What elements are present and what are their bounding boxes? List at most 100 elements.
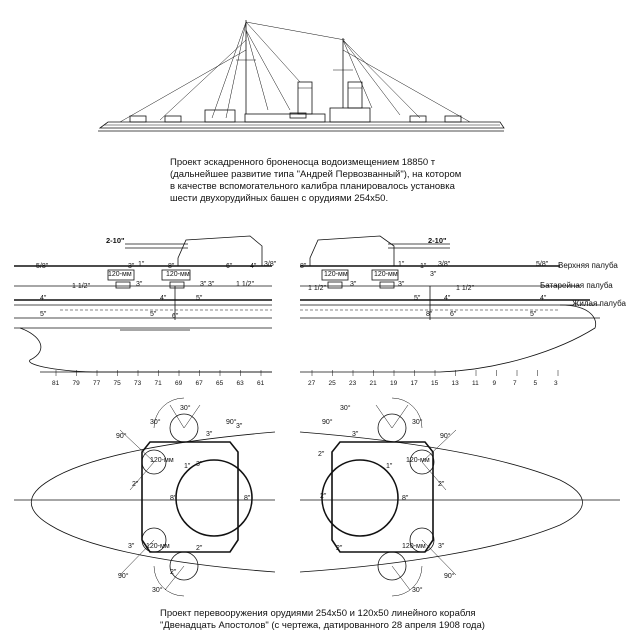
label-turret-armor-left: 2-10" — [106, 236, 125, 245]
label-angle: 30° — [340, 404, 351, 412]
frame-number: 25 — [329, 380, 337, 387]
label-gun-plan-right-a: 120-мм — [406, 457, 430, 464]
barbette-254-left — [175, 459, 253, 537]
frame-number: 13 — [452, 380, 460, 387]
funnel-aft — [347, 81, 363, 109]
turret-254-right — [309, 235, 395, 267]
label-armor: 4" — [250, 263, 257, 270]
armor-profile-left: 2-10" 120-мм 120-мм 5/8" 1" 8" 6" 4" 3/8… — [14, 235, 277, 387]
frame-number: 71 — [155, 380, 163, 387]
caption-bottom-line: Проект перевооружения орудиями 254х50 и … — [160, 608, 476, 619]
plan-view-right: 30° 90° 90° 30° 90° 30° 120-мм 120-мм 3"… — [299, 397, 620, 597]
label-angle: 30° — [152, 586, 163, 594]
label-armor: 3" — [136, 281, 143, 288]
bow-keel-right — [300, 304, 597, 373]
label-armor: 6" — [226, 263, 233, 270]
ship-profile-top — [98, 20, 505, 132]
label-120mm-left-b: 120-мм — [166, 271, 190, 278]
label-armor: 4" — [160, 295, 167, 302]
label-angle: 90° — [226, 418, 237, 426]
label-armor: 4" — [40, 295, 47, 302]
label-armor: 3" — [236, 423, 243, 430]
label-armor: 2" — [318, 451, 325, 458]
label-armor: 3" — [438, 543, 445, 550]
label-120mm-left-a: 120-мм — [108, 271, 132, 278]
label-armor: 1 1/2" — [236, 281, 255, 288]
label-armor: 3" — [128, 263, 135, 270]
label-armor: 2" — [132, 481, 139, 488]
label-armor: 1" — [398, 261, 405, 268]
frame-number: 15 — [431, 380, 439, 387]
turret-plan-left-fwd — [169, 413, 199, 443]
frame-number: 9 — [493, 380, 497, 387]
label-armor: 3" — [206, 431, 213, 438]
caption-top-line: в качестве вспомогательного калибра план… — [170, 181, 455, 192]
frame-number: 27 — [308, 380, 316, 387]
hull-outline-plan-left — [31, 431, 276, 573]
label-armor: 3" — [398, 281, 405, 288]
frame-number: 79 — [73, 380, 81, 387]
label-armor: 1 1/2" — [308, 285, 327, 292]
label-120mm-right-a: 120-мм — [324, 271, 348, 278]
deck-label-living: Жилая палуба — [572, 299, 626, 308]
caption-top-line: Проект эскадренного броненосца водоизмещ… — [170, 157, 436, 168]
caption-top-line: (дальнейшее развитие типа "Андрей Первоз… — [170, 169, 462, 180]
label-armor: 3" — [200, 281, 207, 288]
barbette-254-right — [321, 459, 399, 537]
label-armor: 3/8" — [264, 261, 277, 268]
turret-254-left — [177, 235, 263, 267]
turret-plan-right-fwd — [377, 413, 407, 443]
frame-number: 19 — [390, 380, 398, 387]
frame-number: 63 — [237, 380, 245, 387]
frame-number: 67 — [196, 380, 204, 387]
label-armor: 1" — [420, 263, 427, 270]
frame-number: 5 — [534, 380, 538, 387]
label-angle: 30° — [150, 418, 161, 426]
frame-number: 11 — [472, 380, 479, 387]
label-armor: 8" — [170, 495, 177, 502]
frame-number: 21 — [370, 380, 378, 387]
label-armor: 3" — [350, 281, 357, 288]
hull-profile — [98, 121, 505, 129]
label-armor: 2" — [438, 481, 445, 488]
label-angle: 30° — [180, 404, 191, 412]
citadel-left — [141, 441, 239, 553]
frame-number: 69 — [175, 380, 183, 387]
label-angle: 90° — [322, 418, 333, 426]
label-armor: 5" — [150, 311, 157, 318]
label-armor: 1" — [184, 463, 191, 470]
label-120mm-right-b: 120-мм — [374, 271, 398, 278]
label-armor: 3" — [208, 281, 215, 288]
deck-label-upper: Верхняя палуба — [558, 261, 618, 270]
funnel-fore — [297, 81, 313, 115]
frame-number: 23 — [349, 380, 357, 387]
label-angle: 90° — [116, 432, 127, 440]
label-angle: 90° — [444, 572, 455, 580]
frame-number: 61 — [257, 380, 265, 387]
label-armor: 3" — [196, 461, 203, 468]
label-turret-armor-right: 2-10" — [428, 236, 447, 245]
label-armor: 5" — [196, 295, 203, 302]
caption-bottom: Проект перевооружения орудиями 254х50 и … — [160, 608, 485, 632]
label-armor: 1" — [386, 463, 393, 470]
caption-top-line: шести двухорудийных башен с орудиями 254… — [170, 193, 389, 204]
label-armor: 5" — [414, 295, 421, 302]
label-gun-plan-right-b: 120-мм — [402, 543, 426, 550]
caption-bottom-line: "Двенадцать Апостолов" (с чертежа, датир… — [160, 620, 485, 631]
caption-top: Проект эскадренного броненосца водоизмещ… — [170, 157, 461, 205]
label-angle: 30° — [412, 586, 423, 594]
label-armor: 2" — [196, 545, 203, 552]
label-armor: 3" — [128, 543, 135, 550]
label-angle: 90° — [118, 572, 129, 580]
frame-number: 7 — [513, 380, 517, 387]
label-armor: 3" — [430, 271, 437, 278]
frame-number: 65 — [216, 380, 224, 387]
label-armor: 4" — [444, 295, 451, 302]
label-angle: 90° — [440, 432, 451, 440]
label-armor: 2" — [320, 493, 327, 500]
deck-label-battery: Батарейная палуба — [540, 281, 613, 290]
label-armor: 5" — [40, 311, 47, 318]
frame-number: 81 — [52, 380, 60, 387]
label-armor: 6" — [172, 313, 179, 320]
